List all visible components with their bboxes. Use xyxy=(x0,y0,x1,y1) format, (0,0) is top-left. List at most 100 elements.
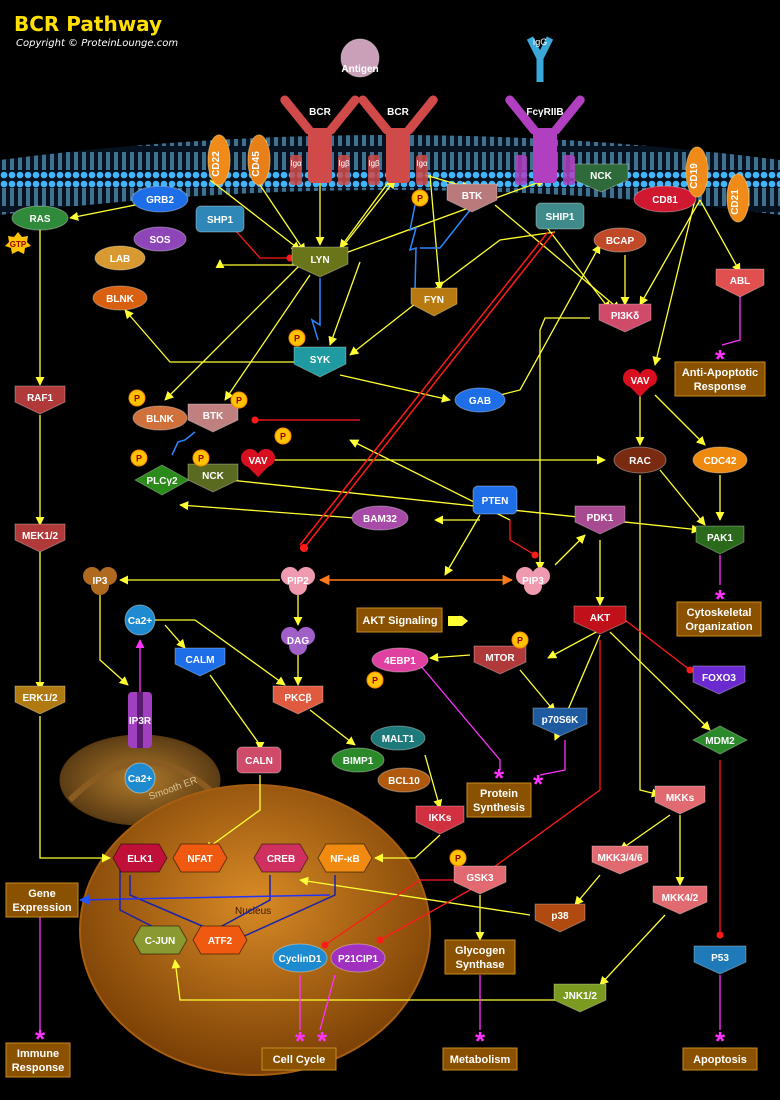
pathway-edges xyxy=(35,174,741,1031)
antigen-node: Antigen xyxy=(340,38,380,78)
p70s6k-label: p70S6K xyxy=(542,715,579,726)
p53-label: P53 xyxy=(711,953,729,964)
phospho-label: P xyxy=(280,432,286,442)
pi3k-label: PI3Kδ xyxy=(611,311,639,322)
p21-label: P21CIP1 xyxy=(338,954,378,965)
plcg2-node: PLCγ2 xyxy=(133,464,191,496)
rac-label: RAC xyxy=(629,456,651,467)
asterisk-icon: * xyxy=(475,1026,486,1056)
p70s6k-node: p70S6K xyxy=(532,707,588,737)
antigen-label: Antigen xyxy=(341,64,378,75)
bcl10-node: BCL10 xyxy=(377,767,431,793)
ca-top-label: Ca2+ xyxy=(128,616,152,627)
akt-label: AKT xyxy=(590,613,611,624)
malt1-label: MALT1 xyxy=(382,734,415,745)
atf2-label: ATF2 xyxy=(208,936,233,947)
phospho-icon: P xyxy=(288,329,306,347)
pip2-node: PIP2 xyxy=(281,567,315,595)
pkcb-node: PKCβ xyxy=(272,685,324,715)
bcr-receptor-right-chain-label: Igβ xyxy=(368,159,380,168)
asterisk-icon: * xyxy=(494,763,505,793)
bcap-node: BCAP xyxy=(593,227,647,253)
copyright-text: Copyright © ProteinLounge.com xyxy=(16,38,179,49)
atf2-node: ATF2 xyxy=(192,925,248,955)
btk-mid-label: BTK xyxy=(203,411,224,422)
bam32-node: BAM32 xyxy=(351,505,409,531)
nucleus: Nucleus xyxy=(79,784,431,1076)
calN-label: CALN xyxy=(245,756,273,767)
protein-line1: Protein xyxy=(480,788,518,800)
pdk1-label: PDK1 xyxy=(587,513,614,524)
jnk-node: JNK1/2 xyxy=(553,983,607,1013)
malt1-node: MALT1 xyxy=(370,725,426,751)
cd21-node: CD21 xyxy=(726,173,750,223)
igg-antibody: IgG xyxy=(526,36,554,82)
cyclind1-label: CyclinD1 xyxy=(279,954,322,965)
lyn-node: LYN xyxy=(291,246,349,278)
grb2-node: GRB2 xyxy=(131,185,189,213)
phospho-label: P xyxy=(294,334,300,344)
p38-label: p38 xyxy=(551,911,569,922)
anti-apoptotic-line2: Response xyxy=(694,381,747,393)
btk-top-label: BTK xyxy=(462,191,483,202)
apoptosis-label: Apoptosis xyxy=(693,1054,747,1066)
nfkb-label: NF-κB xyxy=(330,854,359,865)
mtor-node: MTOR xyxy=(473,645,527,675)
outcome-apoptosis: Apoptosis xyxy=(682,1047,758,1071)
syk-node: SYK xyxy=(293,346,347,378)
blnk-top-node: BLNK xyxy=(92,285,148,311)
gab-label: GAB xyxy=(469,396,491,407)
gsk3-node: GSK3 xyxy=(453,865,507,895)
bcr-receptor-left-chain-label: Igβ xyxy=(338,159,350,168)
vav-right-label: VAV xyxy=(630,376,649,387)
phospho-icon: P xyxy=(128,389,146,407)
bimp1-node: BIMP1 xyxy=(331,747,385,773)
ikks-node: IKKs xyxy=(415,805,465,835)
fourebp1-node: 4EBP1 xyxy=(371,647,429,673)
vav-right-node: VAV xyxy=(623,369,657,397)
phospho-label: P xyxy=(417,194,423,204)
outcome-cytoskeletal: Cytoskeletal Organization xyxy=(676,601,762,637)
pip3-node: PIP3 xyxy=(516,567,550,595)
akt-signaling-arrow-icon xyxy=(448,616,468,626)
gtp-badge: GTP xyxy=(5,232,31,254)
phospho-label: P xyxy=(236,396,242,406)
outcome-immune-response: Immune Response xyxy=(5,1042,71,1078)
elk1-label: ELK1 xyxy=(127,854,153,865)
nfkb-node: NF-κB xyxy=(317,843,373,873)
blnk-mid-node: BLNK xyxy=(132,405,188,431)
fcgr-receptor-label: FcγRIIB xyxy=(526,107,563,118)
pip3-label: PIP3 xyxy=(522,576,544,587)
pip2-label: PIP2 xyxy=(287,576,309,587)
outcome-akt-signaling: AKT Signaling xyxy=(356,607,443,633)
outcome-glycogen-synthase: Glycogen Synthase xyxy=(444,939,516,975)
mkk346-label: MKK3/4/6 xyxy=(597,853,642,864)
shp1-node: SHP1 xyxy=(195,205,245,233)
creb-label: CREB xyxy=(267,854,295,865)
asterisk-icon: * xyxy=(715,1026,726,1056)
shp1-label: SHP1 xyxy=(207,215,234,226)
gene-line2: Expression xyxy=(12,902,72,914)
grb2-label: GRB2 xyxy=(146,195,174,206)
bcr-receptor-left-chain-label: Igα xyxy=(290,159,302,168)
dag-label: DAG xyxy=(287,636,309,647)
vav-mid-label: VAV xyxy=(248,456,267,467)
nck-mid-label: NCK xyxy=(202,471,224,482)
mkks-node: MKKs xyxy=(654,785,706,815)
phospho-icon: P xyxy=(192,449,210,467)
lab-label: LAB xyxy=(110,254,131,265)
ca-bottom-node: Ca2+ xyxy=(124,762,156,794)
outcome-gene-expression: Gene Expression xyxy=(5,882,79,918)
gtp-label: GTP xyxy=(10,240,27,249)
mdm2-label: MDM2 xyxy=(705,736,735,747)
rac-node: RAC xyxy=(613,446,667,474)
sos-node: SOS xyxy=(133,226,187,252)
gsk3-label: GSK3 xyxy=(466,873,494,884)
abl-node: ABL xyxy=(715,268,765,298)
bcr-receptor-right-chain-label: Igα xyxy=(416,159,428,168)
igg-label: IgG xyxy=(533,37,548,47)
bimp1-label: BIMP1 xyxy=(343,756,374,767)
calN-node: CALN xyxy=(236,746,282,774)
